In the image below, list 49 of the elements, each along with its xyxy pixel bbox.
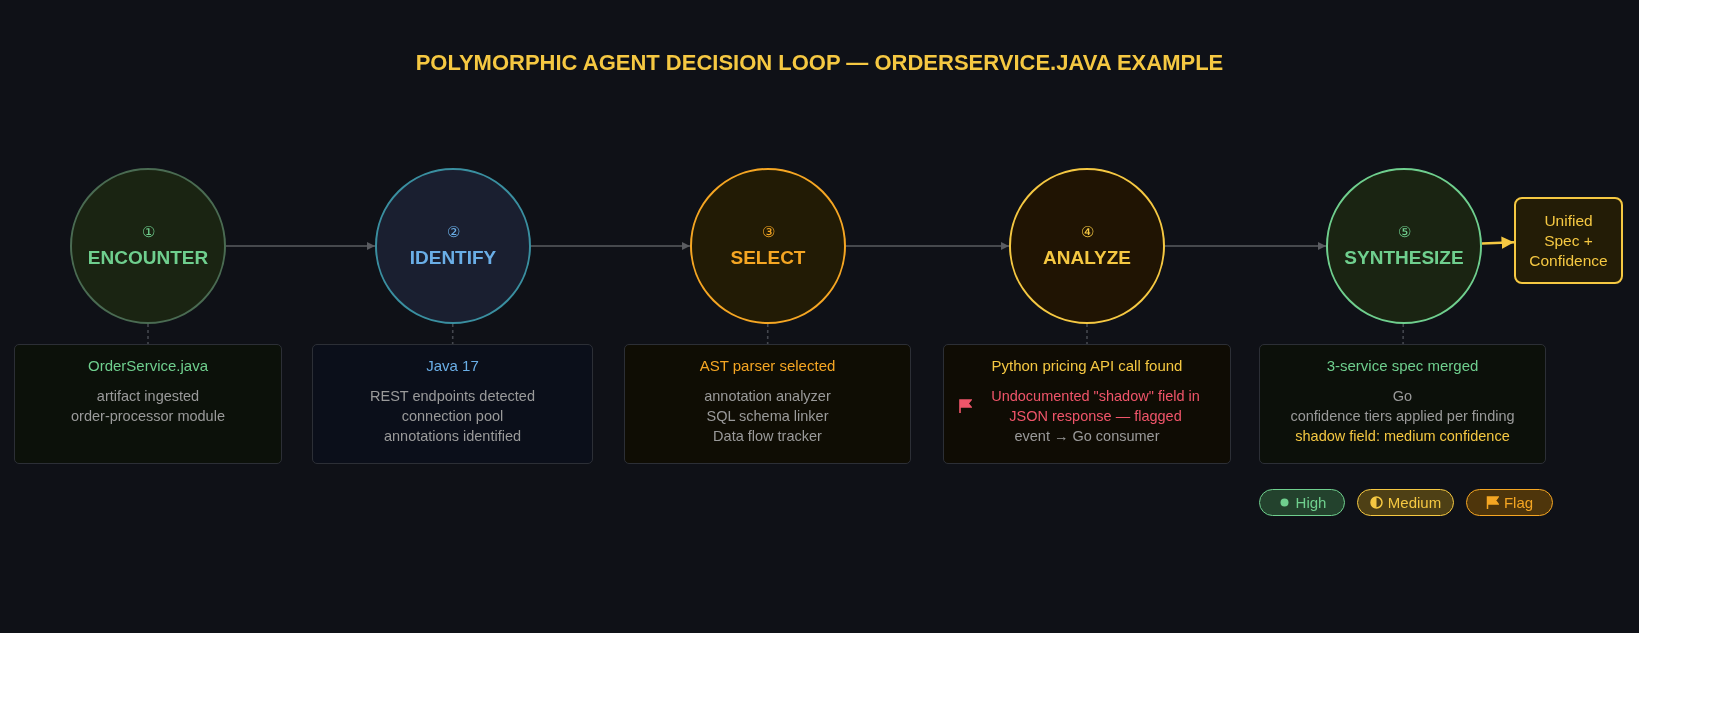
arrow (225, 242, 376, 250)
arrow (845, 242, 1010, 250)
card-text: REST endpoints detected (370, 387, 535, 406)
card-heading: 3-service spec merged (1326, 357, 1479, 374)
dotted-connector (766, 323, 769, 345)
step-number: ③ (761, 223, 775, 241)
card-text: annotations identified (383, 427, 522, 446)
step-number: ① (141, 223, 155, 241)
step-name: SYNTHESIZE (1344, 247, 1464, 269)
card-heading: Python pricing API call found (991, 357, 1183, 374)
card-heading: AST parser selected (699, 357, 836, 374)
legend-label: Medium (1387, 494, 1442, 511)
card-text: Undocumented "shadow" field in JSON response — flagged (990, 387, 1201, 426)
arrow (1481, 236, 1515, 249)
card-text: confidence tiers applied per finding (1290, 407, 1515, 426)
arrow (1164, 242, 1327, 250)
detail-card (1259, 344, 1546, 464)
detail-card (624, 344, 911, 464)
card-text: shadow field: medium confidence (1295, 427, 1510, 446)
detail-card (943, 344, 1231, 464)
step-name: IDENTIFY (409, 247, 497, 269)
card-heading: OrderService.java (87, 357, 208, 374)
card-text: Go (1392, 387, 1413, 406)
step-name: ENCOUNTER (87, 247, 209, 269)
step-number: ② (446, 223, 460, 241)
diagram-title: POLYMORPHIC AGENT DECISION LOOP — ORDERSERVICE.JAVA EXAMPLE (414, 50, 1225, 76)
step-name: SELECT (730, 247, 806, 269)
step-number: ④ (1080, 223, 1094, 241)
output-box (1514, 197, 1623, 284)
output-label: Unified Spec + Confidence (1528, 210, 1609, 271)
card-text: order-processor module (71, 407, 225, 426)
card-text: SQL schema linker (706, 407, 829, 426)
dotted-connector (451, 323, 454, 345)
card-text: connection pool (401, 407, 504, 426)
card-text: event → Go consumer (1014, 427, 1160, 446)
step-name: ANALYZE (1043, 247, 1131, 269)
legend-label: Flag (1503, 494, 1534, 511)
dotted-connector (1402, 323, 1405, 345)
dotted-connector (147, 323, 149, 345)
detail-card (14, 344, 282, 464)
dotted-connector (1086, 323, 1088, 345)
card-heading: Java 17 (426, 357, 479, 374)
detail-card (312, 344, 593, 464)
step-number: ⑤ (1397, 223, 1411, 241)
card-text: artifact ingested (96, 387, 200, 406)
arrow (530, 242, 691, 250)
legend-label: High (1295, 494, 1327, 511)
card-text: annotation analyzer (704, 387, 831, 406)
card-text: Data flow tracker (713, 427, 822, 446)
